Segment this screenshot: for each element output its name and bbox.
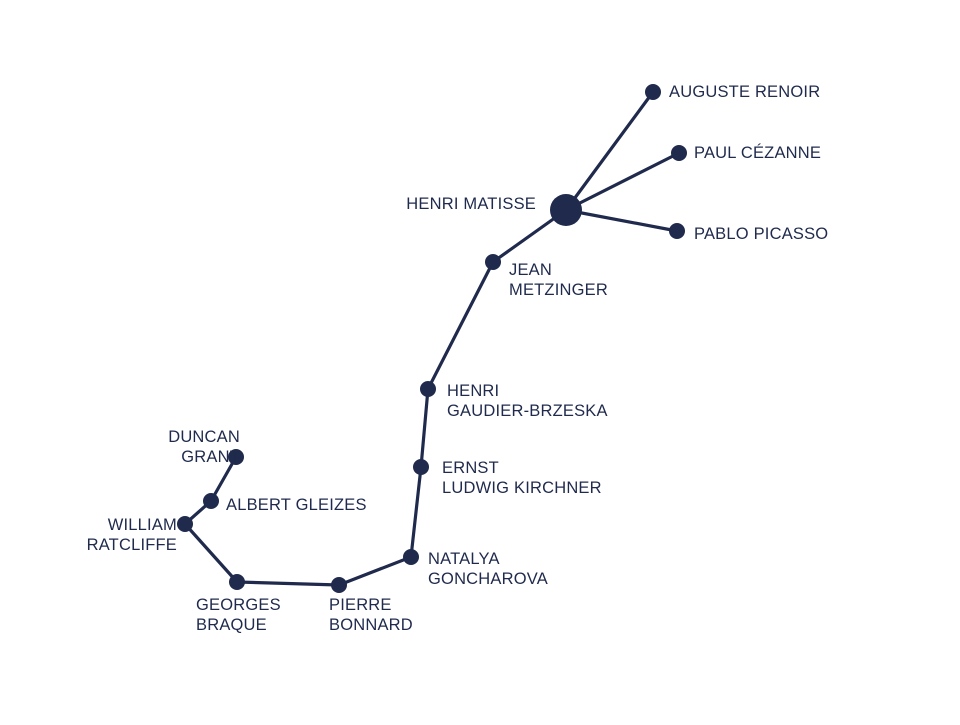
node-goncharova: [403, 549, 419, 565]
node-label-line: JEAN: [509, 261, 552, 279]
nodes-layer: [177, 84, 687, 593]
node-label-line: METZINGER: [509, 281, 608, 299]
edge-gaudier-kirchner: [419, 387, 430, 469]
node-label-line: PAUL CÉZANNE: [694, 143, 821, 162]
node-renoir: [645, 84, 661, 100]
node-label-metzinger: JEAN METZINGER: [509, 261, 608, 299]
node-label-ratcliffe: WILLIAM RATCLIFFE: [87, 516, 177, 554]
node-label-bonnard: PIERRE BONNARD: [329, 596, 413, 634]
node-label-line: ERNST: [442, 459, 499, 477]
node-braque: [229, 574, 245, 590]
edge-bonnard-braque: [235, 580, 341, 587]
node-label-matisse: HENRI MATISSE: [406, 195, 536, 213]
node-grant: [228, 449, 244, 465]
node-label-gleizes: ALBERT GLEIZES: [226, 496, 367, 514]
edge-gleizes-grant: [209, 455, 238, 503]
edge-matisse-picasso: [564, 208, 679, 233]
node-label-gaudier: HENRI GAUDIER-BRZESKA: [447, 382, 608, 420]
node-gaudier: [420, 381, 436, 397]
node-label-line: BONNARD: [329, 616, 413, 634]
node-kirchner: [413, 459, 429, 475]
labels-layer: HENRI MATISSE AUGUSTE RENOIR PAUL CÉZANNE P…: [87, 83, 829, 634]
node-label-line: BRAQUE: [196, 616, 267, 634]
node-label-line: GONCHAROVA: [428, 570, 548, 588]
edge-goncharova-bonnard: [337, 555, 413, 587]
node-matisse-hub: [550, 194, 582, 226]
edge-matisse-cezanne: [564, 151, 681, 212]
node-label-line: LUDWIG KIRCHNER: [442, 479, 602, 497]
node-label-renoir: AUGUSTE RENOIR: [669, 83, 820, 101]
node-label-braque: GEORGES BRAQUE: [196, 596, 281, 634]
node-ratcliffe: [177, 516, 193, 532]
node-metzinger: [485, 254, 501, 270]
node-label-line: PABLO PICASSO: [694, 225, 828, 243]
node-label-line: GEORGES: [196, 596, 281, 614]
node-picasso: [669, 223, 685, 239]
node-label-picasso: PABLO PICASSO: [694, 225, 828, 243]
node-label-line: DUNCAN: [168, 428, 240, 446]
node-label-kirchner: ERNST LUDWIG KIRCHNER: [442, 459, 602, 497]
node-label-goncharova: NATALYA GONCHAROVA: [428, 550, 548, 588]
node-gleizes: [203, 493, 219, 509]
node-label-line: AUGUSTE RENOIR: [669, 83, 820, 101]
node-cezanne: [671, 145, 687, 161]
node-label-line: ALBERT GLEIZES: [226, 496, 367, 514]
node-label-line: HENRI: [447, 382, 499, 400]
node-label-line: NATALYA: [428, 550, 500, 568]
edge-metzinger-gaudier: [426, 260, 495, 391]
node-label-line: PIERRE: [329, 596, 392, 614]
node-label-grant: DUNCAN GRANT: [168, 428, 240, 466]
edge-braque-ratcliffe: [183, 522, 239, 584]
node-label-cezanne: PAUL CÉZANNE: [694, 143, 821, 162]
node-label-line: WILLIAM: [108, 516, 177, 534]
node-label-line: HENRI MATISSE: [406, 195, 536, 213]
node-label-line: RATCLIFFE: [87, 536, 177, 554]
node-bonnard: [331, 577, 347, 593]
node-label-line: GAUDIER-BRZESKA: [447, 402, 608, 420]
node-label-line: GRANT: [181, 448, 240, 466]
edge-matisse-renoir: [564, 90, 655, 212]
edge-kirchner-goncharova: [409, 465, 423, 559]
